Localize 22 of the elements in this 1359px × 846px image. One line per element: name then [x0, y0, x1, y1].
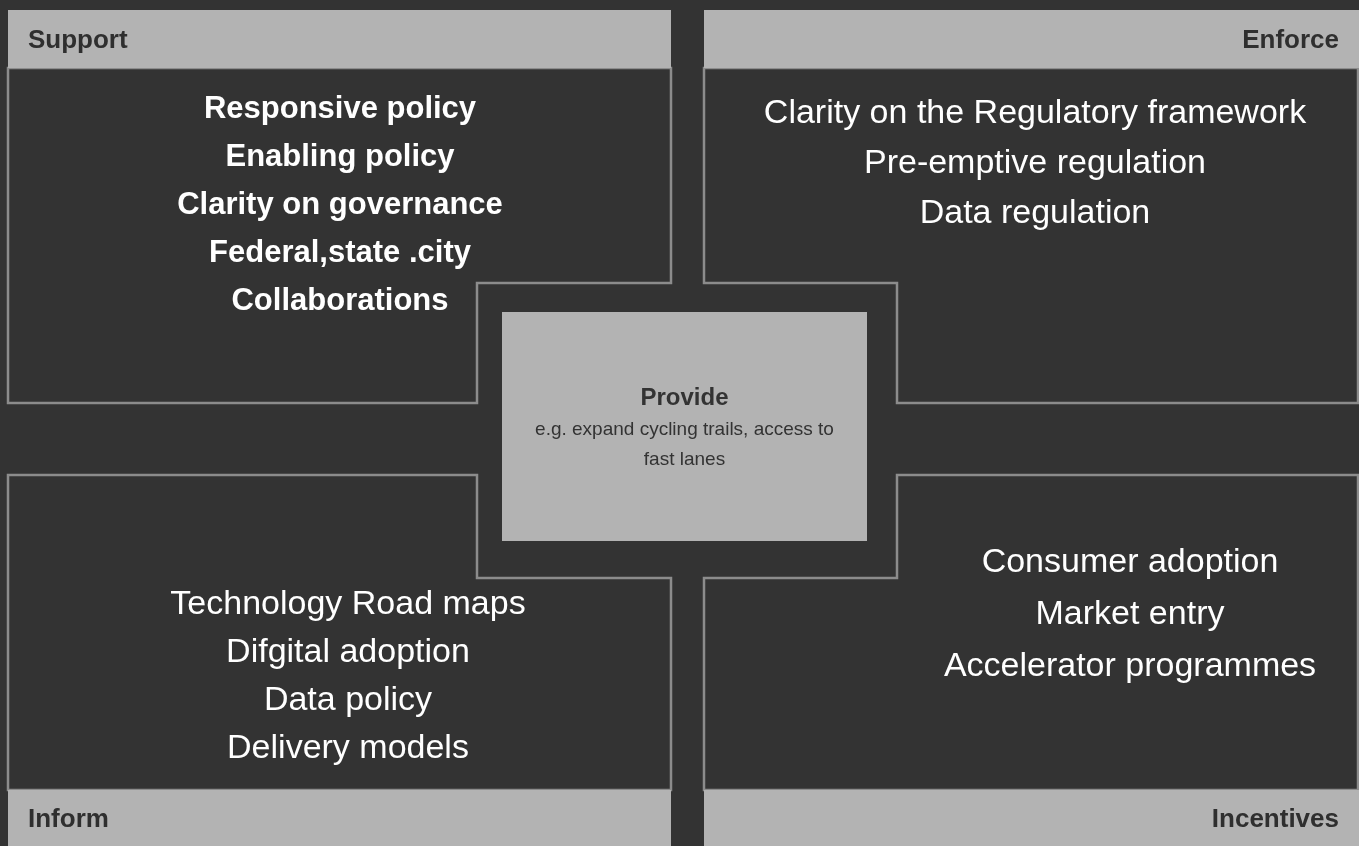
quadrant-header: Enforce: [704, 10, 1359, 68]
list-item-text: Consumer adoption: [981, 540, 1279, 581]
list-item-text: Collaborations: [231, 281, 449, 319]
list-item-text: Pre-emptive regulation: [863, 141, 1207, 182]
center-box: [502, 312, 867, 541]
list-item-text: Enabling policy: [225, 137, 455, 175]
center-description: e.g. expand cycling trails, access to fast lanes: [534, 416, 835, 471]
center-heading: Provide: [640, 381, 729, 412]
list-item-text: Federal,state .city: [209, 233, 471, 271]
quadrant-header: Inform: [8, 790, 671, 846]
list-item-text: Technology Road maps: [170, 582, 526, 623]
list-item-text: Accelerator programmes: [943, 644, 1317, 685]
quadrant-header: Support: [8, 10, 671, 68]
list-item-text: Clarity on governance: [177, 185, 503, 223]
list-item-text: Difgital adoption: [226, 630, 470, 671]
list-item-text: Delivery models: [227, 726, 469, 767]
list-item-text: Market entry: [1035, 592, 1225, 633]
quadrant-header: Incentives: [704, 790, 1359, 846]
list-item-text: Clarity on the Regulatory framework: [763, 91, 1307, 132]
list-item-text: Data policy: [263, 678, 433, 719]
list-item-text: Responsive policy: [203, 89, 477, 127]
list-item-text: Data regulation: [919, 191, 1151, 232]
